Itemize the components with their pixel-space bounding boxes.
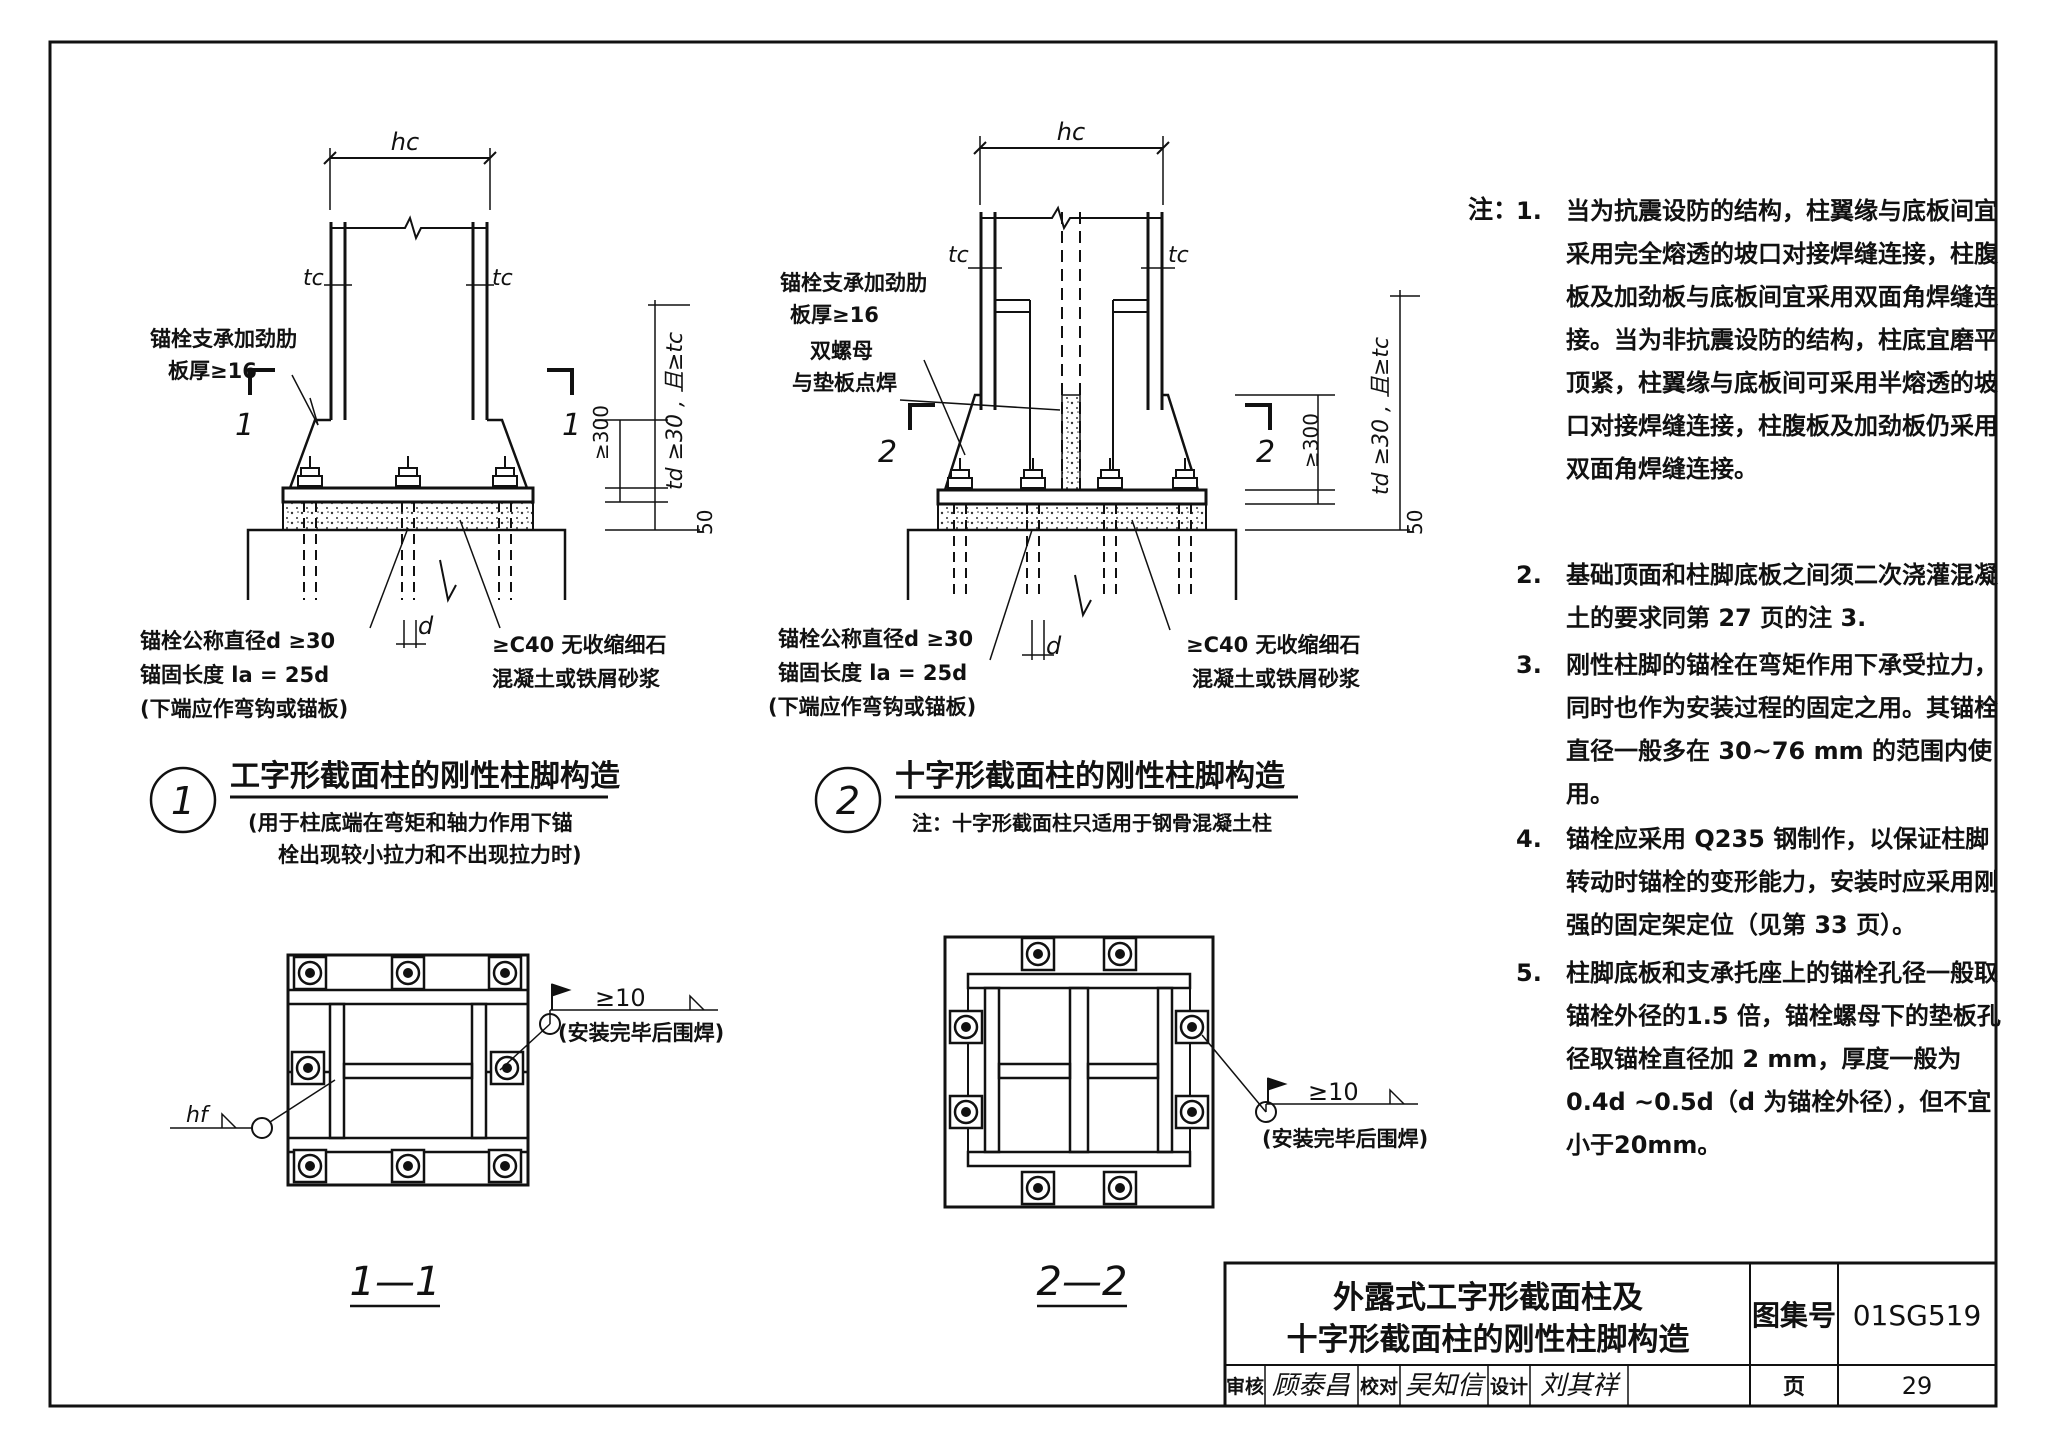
sheet-frame [48, 40, 1998, 1408]
note-1-num: 1. [1516, 197, 1542, 225]
s11-weld-note: (安装完毕后围焊) [558, 1021, 724, 1045]
fig1-stiffener-1: 锚栓支承加劲肋 [150, 327, 297, 351]
fig2-title: 十字形截面柱的刚性柱脚构造 [895, 759, 1285, 794]
fig1-td: td ≥30 , 且≥tc [663, 332, 688, 490]
note-1-text: 当为抗震设防的结构，柱翼缘与底板间宜采用完全熔透的坡口对接焊缝连接，柱腹板及加劲… [1566, 197, 1998, 483]
fig2-min300: ≥300 [1299, 413, 1323, 468]
fig2-nut-1: 双螺母 [810, 339, 873, 363]
tb-reviewer-signature: 顾泰昌 [1272, 1371, 1351, 1401]
tb-check-label: 校对 [1360, 1375, 1398, 1398]
fig2-stiffener-2: 板厚≥16 [790, 303, 879, 327]
fig1-hc-label: hc [391, 128, 419, 156]
title-block [1223, 1261, 1998, 1408]
fig2-number-circle [814, 766, 882, 834]
fig2-nut-2: 与垫板点焊 [792, 371, 897, 395]
tb-designer-signature: 刘其祥 [1540, 1371, 1621, 1401]
note-2: 2. 基础顶面和柱脚底板之间须二次浇灌混凝土的要求同第 27 页的注 3. [1516, 554, 2008, 640]
note-2-num: 2. [1516, 561, 1542, 589]
tb-page-no: 29 [1902, 1372, 1933, 1400]
fig1-bolt-3: (下端应作弯钩或锚板) [140, 697, 348, 721]
section22-bolts [948, 936, 1210, 1206]
fig2-bolt-2: 锚固长度 la = 25d [778, 661, 967, 685]
s11-weld-size: ≥10 [595, 984, 646, 1012]
fig2-tc-right-label: tc [1168, 243, 1189, 268]
fig1-bolt-2: 锚固长度 la = 25d [140, 663, 329, 687]
fig2-tc-left-label: tc [948, 243, 969, 268]
section11-weld-symbols [170, 983, 718, 1139]
tb-atlas-no: 01SG519 [1853, 1299, 1982, 1332]
fig2-bolt-1: 锚栓公称直径d ≥30 [778, 627, 973, 651]
fig2-subtitle: 注：十字形截面柱只适用于钢骨混凝土柱 [912, 811, 1272, 835]
figure1-elevation [246, 148, 700, 648]
section22-labels: ≥10 (安装完毕后围焊) 2—2 [1037, 1078, 1428, 1308]
fig1-tc-left-label: tc [303, 266, 324, 291]
note-4-text: 锚栓应采用 Q235 钢制作，以保证柱脚转动时锚栓的变形能力，安装时应采用刚强的… [1566, 825, 1998, 939]
note-3-text: 刚性柱脚的锚栓在弯矩作用下承受拉力，同时也作为安装过程的固定之用。其锚栓直径一般… [1566, 651, 1998, 808]
s22-weld-note: (安装完毕后围焊) [1262, 1127, 1428, 1151]
fig1-number: 1 [171, 779, 195, 823]
fig1-fifty: 50 [693, 510, 717, 535]
fig1-section-left: 1 [235, 408, 254, 443]
note-5-num: 5. [1516, 959, 1542, 987]
figure2-labels: hc tc tc 2 2 ≥300 td ≥30 , 且≥tc 50 d 锚栓支… [768, 118, 1427, 835]
fig1-title: 工字形截面柱的刚性柱脚构造 [230, 759, 620, 794]
note-5: 5. 柱脚底板和支承托座上的锚栓孔径一般取锚栓外径的1.5 倍，锚栓螺母下的垫板… [1516, 952, 2008, 1167]
fig1-min300: ≥300 [589, 405, 613, 460]
fig1-grout-1: ≥C40 无收缩细石 [492, 633, 667, 657]
tb-design-label: 设计 [1490, 1376, 1528, 1398]
tb-page-label: 页 [1783, 1375, 1805, 1400]
fig1-number-circle [149, 766, 217, 834]
s11-label: 1—1 [350, 1259, 441, 1305]
fig1-grout-2: 混凝土或铁屑砂浆 [492, 667, 661, 691]
notes-prefix: 注： [1468, 195, 1519, 224]
title-block-text: 外露式工字形截面柱及 十字形截面柱的刚性柱脚构造 图集号 01SG519 审核 … [1226, 1280, 1981, 1401]
fig2-fifty: 50 [1403, 510, 1427, 535]
fig1-section-right: 1 [562, 408, 581, 443]
fig2-d: d [1046, 632, 1062, 660]
fig1-stiffener-2: 板厚≥16 [168, 359, 257, 383]
s22-weld-size: ≥10 [1308, 1078, 1359, 1106]
figure2-elevation [899, 136, 1420, 661]
tb-checker-signature: 吴知信 [1405, 1371, 1487, 1401]
fig1-subtitle-2: 栓出现较小拉力和不出现拉力时) [278, 843, 582, 867]
tb-title-line2: 十字形截面柱的刚性柱脚构造 [1287, 1322, 1690, 1358]
fig1-tc-right-label: tc [492, 266, 513, 291]
s22-label: 2—2 [1037, 1259, 1128, 1305]
note-1: 1. 当为抗震设防的结构，柱翼缘与底板间宜采用完全熔透的坡口对接焊缝连接，柱腹板… [1516, 190, 2008, 491]
section22-plan [943, 935, 1215, 1209]
fig2-grout-2: 混凝土或铁屑砂浆 [1192, 667, 1361, 691]
note-3-num: 3. [1516, 651, 1542, 679]
fig2-stiffener-1: 锚栓支承加劲肋 [780, 271, 927, 295]
fig2-section-right: 2 [1256, 435, 1275, 470]
fig2-number: 2 [836, 779, 860, 823]
s11-hf: hf [186, 1103, 211, 1128]
note-2-text: 基础顶面和柱脚底板之间须二次浇灌混凝土的要求同第 27 页的注 3. [1566, 561, 1998, 632]
figure1-labels: hc tc tc 1 1 ≥300 td ≥30 , 且≥tc 50 d 锚栓支… [140, 128, 717, 867]
note-4: 4. 锚栓应采用 Q235 钢制作，以保证柱脚转动时锚栓的变形能力，安装时应采用… [1516, 818, 2008, 947]
fig2-bolt-3: (下端应作弯钩或锚板) [768, 695, 976, 719]
section22-weld-symbols [1201, 1034, 1418, 1123]
note-4-num: 4. [1516, 825, 1542, 853]
tb-review-label: 审核 [1226, 1375, 1264, 1398]
fig2-grout-1: ≥C40 无收缩细石 [1186, 633, 1361, 657]
fig2-hc-label: hc [1057, 118, 1085, 146]
tb-title-line1: 外露式工字形截面柱及 [1333, 1280, 1643, 1316]
fig1-d: d [418, 612, 434, 640]
note-3: 3. 刚性柱脚的锚栓在弯矩作用下承受拉力，同时也作为安装过程的固定之用。其锚栓直… [1516, 644, 2008, 816]
note-5-text: 柱脚底板和支承托座上的锚栓孔径一般取锚栓外径的1.5 倍，锚栓螺母下的垫板孔径取… [1566, 959, 2001, 1159]
fig2-section-left: 2 [878, 435, 897, 470]
fig1-subtitle-1: (用于柱底端在弯矩和轴力作用下锚 [248, 811, 573, 835]
fig2-td: td ≥30 , 且≥tc [1369, 337, 1394, 495]
tb-atlas-label: 图集号 [1752, 1299, 1836, 1332]
section11-labels: ≥10 (安装完毕后围焊) hf 1—1 [186, 984, 724, 1308]
fig1-bolt-1: 锚栓公称直径d ≥30 [140, 629, 335, 653]
